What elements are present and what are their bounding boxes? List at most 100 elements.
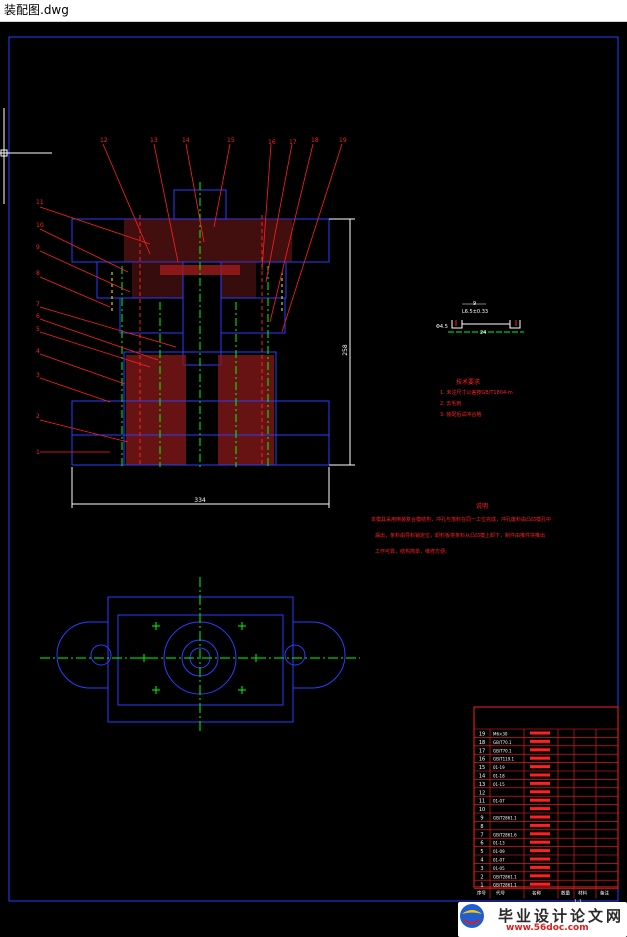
bom-cell-no: 8 bbox=[480, 824, 483, 830]
tech-req-item: 1. 未注尺寸公差按GB/T1804-m bbox=[440, 389, 513, 396]
bom-cell-no: 16 bbox=[479, 757, 485, 763]
section-view[interactable] bbox=[71, 182, 330, 470]
bom-cell-name bbox=[530, 865, 550, 869]
bom-cell-no: 15 bbox=[479, 765, 485, 771]
bom-cell-name bbox=[530, 765, 550, 769]
callout-label: 1 bbox=[36, 449, 40, 456]
bom-cell-code: 01-07 bbox=[493, 799, 505, 804]
bom-header-cell: 序号 bbox=[477, 890, 486, 897]
bom-cell-no: 1 bbox=[480, 883, 483, 889]
bom-header-cell: 材料 bbox=[578, 890, 587, 897]
bom-cell-code: GB/T70.1 bbox=[493, 748, 512, 753]
callout-label: 16 bbox=[268, 139, 276, 146]
bom-cell-name bbox=[530, 807, 550, 811]
callout-label: 13 bbox=[150, 137, 158, 144]
bom-cell-no: 2 bbox=[480, 874, 483, 880]
callout-label: 5 bbox=[36, 326, 40, 333]
bom-cell-no: 11 bbox=[479, 799, 485, 805]
callout-label: 17 bbox=[289, 139, 297, 146]
bom-cell-no: 14 bbox=[479, 774, 485, 780]
bom-cell-code: 01-19 bbox=[493, 765, 505, 770]
window-title: 装配图.dwg bbox=[4, 3, 69, 17]
callout-label: 12 bbox=[100, 137, 108, 144]
callout-label: 8 bbox=[36, 270, 40, 277]
dimensions bbox=[71, 218, 355, 508]
bom-cell-code: M6×30 bbox=[493, 732, 508, 737]
plan-view[interactable] bbox=[40, 577, 360, 732]
dim-width: 334 bbox=[194, 497, 206, 504]
bom-cell-name bbox=[530, 823, 550, 827]
callout-label: 6 bbox=[36, 313, 40, 320]
bom-cell-code: 01-13 bbox=[493, 841, 505, 846]
callout-label: 9 bbox=[36, 244, 40, 251]
bom-cell-code: GB/T2861.1 bbox=[493, 883, 517, 888]
bom-cell-code: 01-15 bbox=[493, 782, 505, 787]
callout-label: 3 bbox=[36, 372, 40, 379]
bom-cell-name bbox=[530, 790, 550, 794]
callout-label: 10 bbox=[36, 222, 44, 229]
bom-cell-no: 18 bbox=[479, 740, 485, 746]
bom-header-cell: 代号 bbox=[496, 890, 505, 897]
cad-drawing[interactable]: 334 258 12 13 14 15 16 17 18 19 11 10 bbox=[0, 22, 627, 915]
bom-cell-name bbox=[530, 781, 550, 785]
bom-cell-name bbox=[530, 748, 550, 752]
crosshair-cursor-icon bbox=[0, 108, 52, 204]
bom-cell-name bbox=[530, 773, 550, 777]
bom-cell-code: GB/T2861.1 bbox=[493, 874, 517, 879]
bom-cell-code: 01-07 bbox=[493, 858, 505, 863]
callouts-top: 12 13 14 15 16 17 18 19 bbox=[100, 137, 347, 146]
dim-height: 258 bbox=[342, 344, 349, 356]
callout-label: 7 bbox=[36, 301, 40, 308]
callout-label: 15 bbox=[227, 137, 235, 144]
watermark-url: www.56doc.com bbox=[506, 923, 589, 933]
bom-cell-name bbox=[530, 840, 550, 844]
watermark: 毕业设计论文网 www.56doc.com bbox=[458, 902, 627, 937]
bom-cell-code: GB/T70.1 bbox=[493, 740, 512, 745]
bom-cell-name bbox=[530, 756, 550, 760]
callout-label: 18 bbox=[311, 137, 319, 144]
tech-req-item: 3. 装配后试冲合格 bbox=[440, 411, 481, 418]
bom-cell-name bbox=[530, 739, 550, 743]
notes-line: 漏出，条料由导料销定位，卸料板将条料从凸凹模上卸下，制件由推件块推出 bbox=[375, 532, 545, 539]
bom-cell-code: GB/T119.1 bbox=[493, 757, 515, 762]
title-bar: 装配图.dwg bbox=[0, 0, 627, 22]
bom-cell-code: 01-18 bbox=[493, 774, 505, 779]
leader-lines bbox=[39, 143, 343, 453]
callout-label: 2 bbox=[36, 413, 40, 420]
bom-header-cell: 数量 bbox=[561, 890, 570, 897]
part-dim: 24 bbox=[480, 330, 486, 336]
tech-req-title: 技术要求 bbox=[456, 378, 480, 386]
bom-cell-code: 01-05 bbox=[493, 866, 505, 871]
bom-cell-code: 01-09 bbox=[493, 849, 505, 854]
bom-cell-code: GB/T2861.6 bbox=[493, 832, 517, 837]
bom-cell-name bbox=[530, 857, 550, 861]
bom-cell-name bbox=[530, 882, 550, 886]
bom-cell-no: 5 bbox=[480, 849, 483, 855]
bom-cell-name bbox=[530, 731, 550, 735]
part-dim: L6.5±0.33 bbox=[462, 309, 488, 315]
notes-title: 说明 bbox=[476, 502, 488, 510]
bom-cell-no: 19 bbox=[479, 732, 485, 738]
bom-cell-no: 12 bbox=[479, 790, 485, 796]
bom-cell-name bbox=[530, 849, 550, 853]
bom-cell-no: 10 bbox=[479, 807, 485, 813]
bom-cell-name bbox=[530, 815, 550, 819]
notes-line: 工作可靠，结构简单，维修方便。 bbox=[375, 548, 450, 555]
bom-cell-no: 3 bbox=[480, 866, 483, 872]
callouts-left: 11 10 9 8 7 6 5 4 3 2 1 bbox=[36, 199, 44, 456]
bom-cell-name bbox=[530, 832, 550, 836]
bom-cell-code: GB/T2861.1 bbox=[493, 816, 517, 821]
part-dim: Φ4.5 bbox=[436, 324, 448, 330]
callout-label: 4 bbox=[36, 348, 40, 355]
globe-logo-icon bbox=[460, 904, 484, 928]
callout-label: 19 bbox=[339, 137, 347, 144]
part-dim: 9 bbox=[473, 301, 476, 307]
bom-header-cell: 备注 bbox=[600, 890, 609, 897]
drawing-canvas[interactable]: 334 258 12 13 14 15 16 17 18 19 11 10 bbox=[0, 22, 627, 937]
drawing-border bbox=[8, 36, 619, 902]
part-drawing[interactable] bbox=[448, 303, 524, 333]
bom-cell-no: 7 bbox=[480, 832, 483, 838]
bom-header-cell: 名称 bbox=[532, 890, 541, 897]
bom-cell-name bbox=[530, 798, 550, 802]
